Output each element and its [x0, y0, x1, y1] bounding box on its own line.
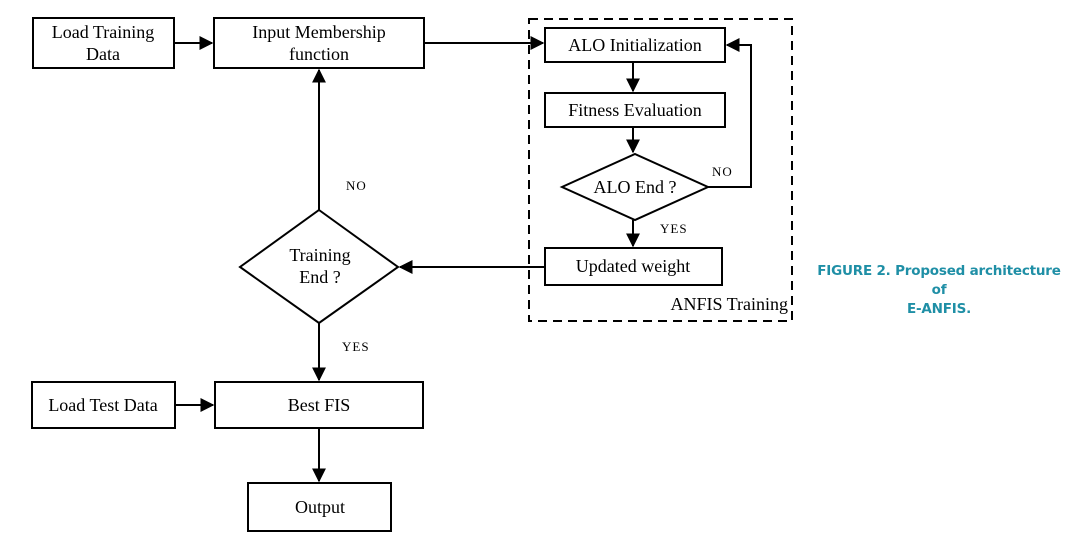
training-end-decision: Training End ?: [238, 208, 400, 325]
figure-caption-line1: FIGURE 2. Proposed architecture of: [817, 263, 1061, 298]
alo-end-no-label: NO: [712, 164, 733, 179]
best-fis-node: Best FIS: [214, 381, 424, 429]
training-end-yes-label: YES: [342, 339, 370, 354]
output-label: Output: [295, 497, 345, 517]
updated-weight-node: Updated weight: [544, 247, 723, 286]
load-test-data-node: Load Test Data: [31, 381, 176, 429]
input-membership-node: Input Membership function: [213, 17, 425, 69]
training-end-line2: End ?: [299, 267, 340, 287]
fitness-evaluation-label: Fitness Evaluation: [568, 100, 702, 120]
best-fis-label: Best FIS: [288, 395, 351, 415]
alo-end-yes-label: YES: [660, 221, 688, 236]
load-training-data-line2: Data: [86, 44, 120, 64]
alo-end-decision: ALO End ?: [559, 152, 711, 222]
input-membership-line1: Input Membership: [252, 22, 385, 42]
input-membership-line2: function: [289, 44, 349, 64]
output-node: Output: [247, 482, 392, 532]
edge-aloend-no-loop: [708, 38, 752, 188]
load-training-data-node: Load Training Data: [32, 17, 175, 69]
training-end-no-label: NO: [346, 178, 367, 193]
training-end-line1: Training: [289, 245, 350, 265]
figure-caption-line2: E-ANFIS.: [906, 301, 972, 317]
load-training-data-line1: Load Training: [52, 22, 155, 42]
load-test-data-label: Load Test Data: [48, 395, 157, 415]
figure-caption: FIGURE 2. Proposed architecture of E-ANF…: [808, 262, 1070, 319]
alo-initialization-label: ALO Initialization: [568, 35, 701, 55]
fitness-evaluation-node: Fitness Evaluation: [544, 92, 726, 128]
anfis-training-group: [528, 18, 793, 322]
updated-weight-label: Updated weight: [576, 256, 690, 276]
alo-end-label: ALO End ?: [594, 177, 677, 197]
anfis-training-label: ANFIS Training: [670, 294, 788, 314]
alo-initialization-node: ALO Initialization: [544, 27, 726, 63]
